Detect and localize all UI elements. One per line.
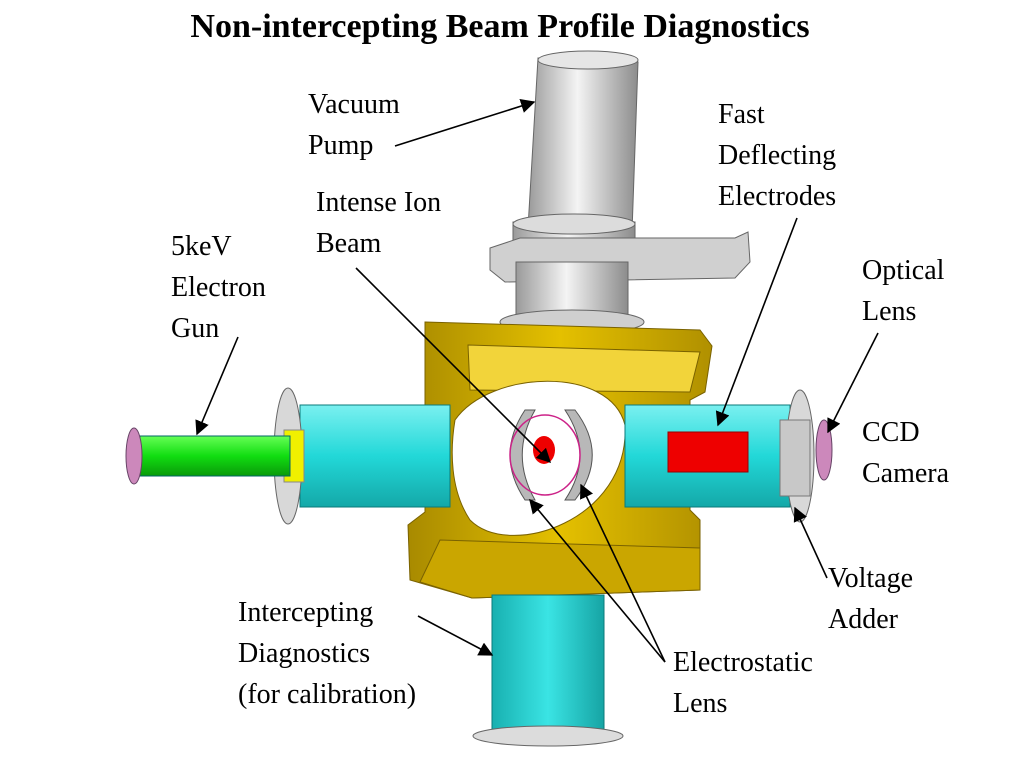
fast-deflecting-electrodes [667,431,749,473]
vacuum-pump [489,50,751,335]
ion-beam-spot [533,436,555,464]
electron-gun [125,427,291,485]
right-beam-pipe [624,389,833,523]
leader-lines [195,99,879,663]
bottom-pipe [472,594,624,747]
page-title: Non-intercepting Beam Profile Diagnostic… [190,8,810,45]
ccd-camera-body [815,419,833,481]
left-beam-pipe [273,387,451,525]
